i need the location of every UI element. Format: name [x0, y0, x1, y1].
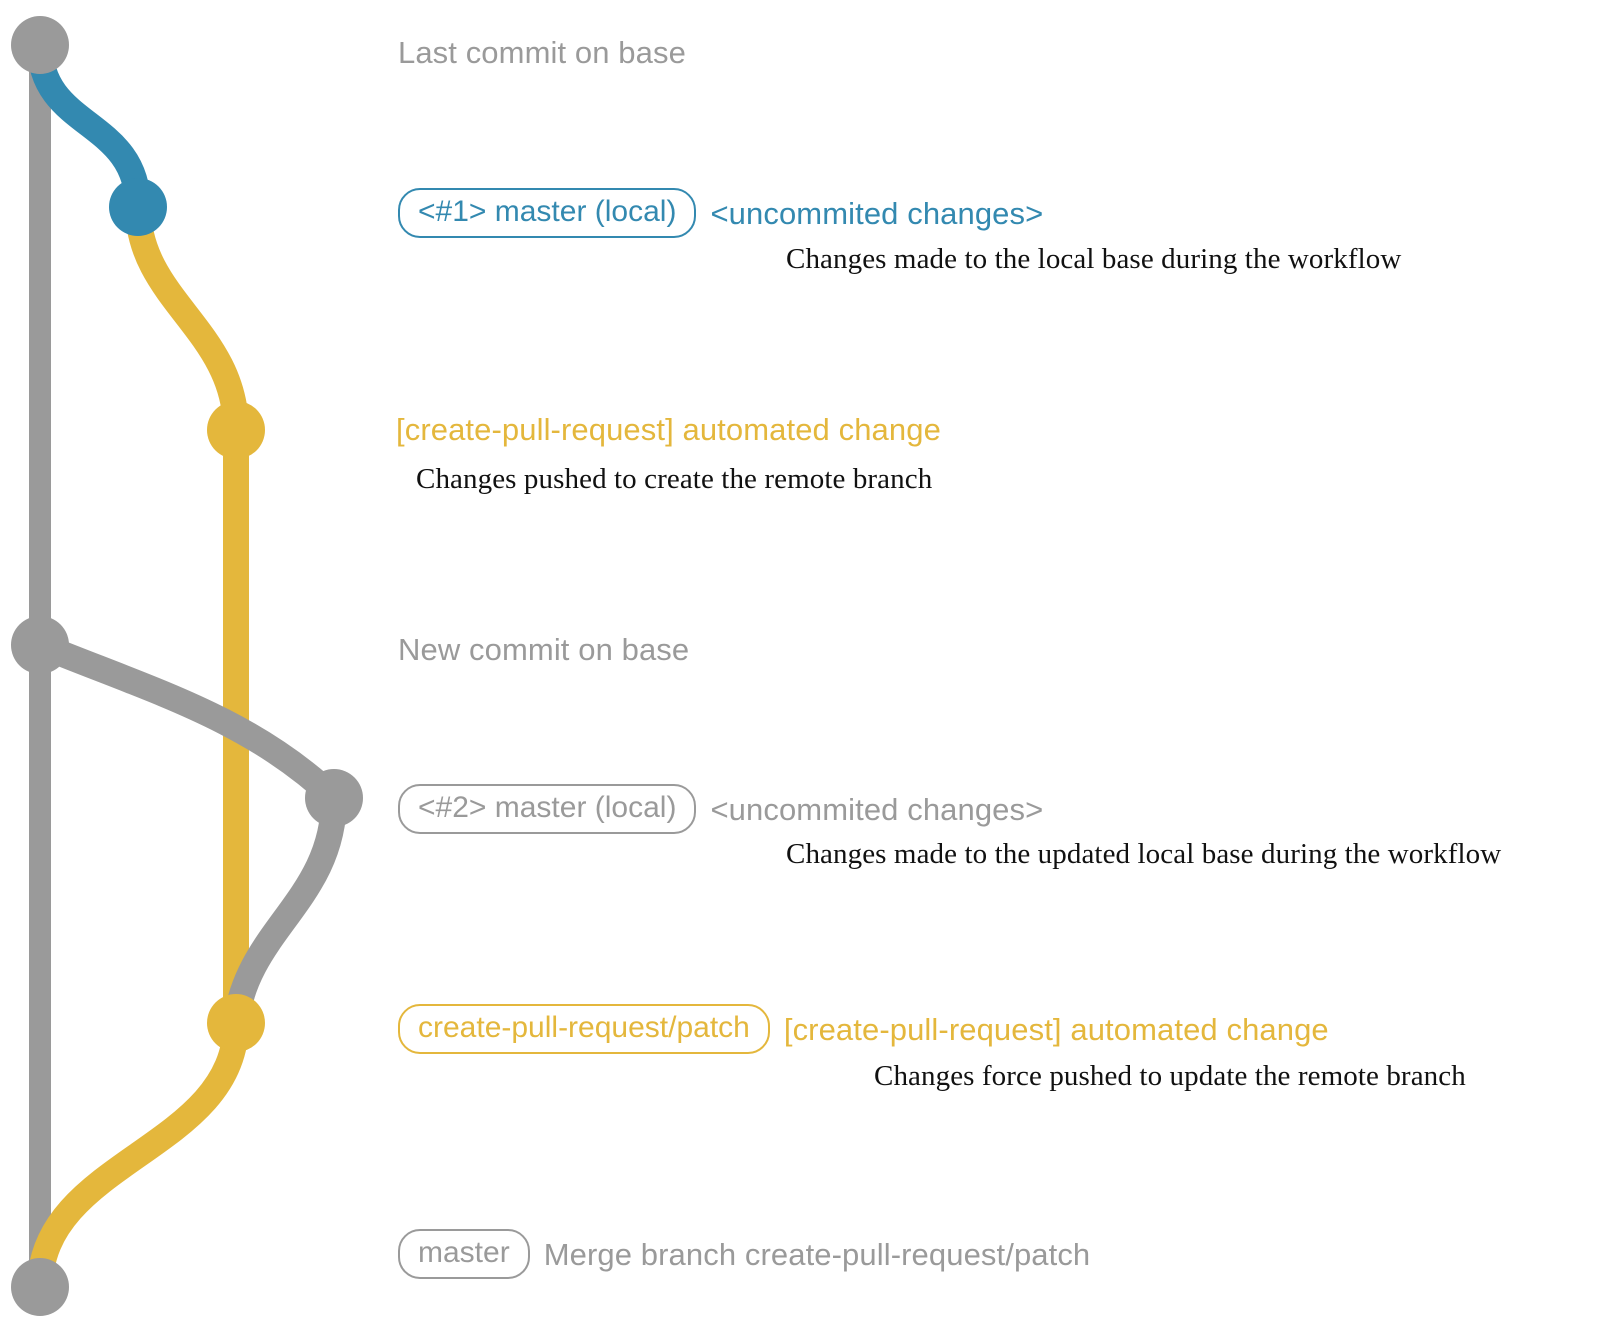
commit-node-patch-1[interactable]: [207, 401, 265, 459]
commit-node-patch-2[interactable]: [207, 994, 265, 1052]
annotation-subtext-patch-1: Changes pushed to create the remote bran…: [416, 463, 933, 495]
annotation-subtext-local-1: Changes made to the local base during th…: [786, 243, 1402, 275]
edge-patch-2-to-merge: [27, 1010, 249, 1300]
annotation-local-1: <#1> master (local) <uncommited changes>: [398, 188, 1043, 238]
annotation-title: Merge branch create-pull-request/patch: [543, 1236, 1091, 1272]
branch-badge-local-1[interactable]: <#1> master (local): [398, 188, 697, 238]
annotation-last-commit-on-base: Last commit on base: [398, 35, 686, 71]
annotation-title: <uncommited changes>: [710, 195, 1044, 231]
branch-badge-master[interactable]: master: [398, 1229, 530, 1279]
annotation-patch-1: [create-pull-request] automated change: [396, 414, 941, 445]
annotation-merge: master Merge branch create-pull-request/…: [398, 1229, 1090, 1279]
edge-base-new-to-local-2: [27, 632, 347, 811]
commit-node-base-new[interactable]: [11, 616, 69, 674]
annotation-new-commit-on-base: New commit on base: [398, 632, 689, 668]
annotation-subtext-patch-2: Changes force pushed to update the remot…: [874, 1060, 1466, 1092]
annotation-title: <uncommited changes>: [710, 791, 1044, 827]
annotation-title: Last commit on base: [398, 35, 686, 70]
commit-node-local-1[interactable]: [109, 178, 167, 236]
annotation-title: [create-pull-request] automated change: [396, 412, 941, 447]
annotation-local-2: <#2> master (local) <uncommited changes>: [398, 784, 1043, 834]
branch-badge-local-2[interactable]: <#2> master (local): [398, 784, 697, 834]
commit-node-merge[interactable]: [11, 1258, 69, 1316]
edge-local-1-to-patch-1: [125, 194, 249, 443]
annotation-title: New commit on base: [398, 632, 690, 667]
commit-node-local-2[interactable]: [305, 769, 363, 827]
edge-local-2-to-patch-2: [223, 785, 347, 1036]
annotation-subtext-local-2: Changes made to the updated local base d…: [786, 838, 1502, 870]
annotation-patch-2: create-pull-request/patch [create-pull-r…: [398, 1004, 1329, 1054]
branch-badge-patch-2[interactable]: create-pull-request/patch: [398, 1004, 770, 1054]
commit-node-base-last[interactable]: [11, 16, 69, 74]
annotation-title: [create-pull-request] automated change: [783, 1011, 1329, 1047]
